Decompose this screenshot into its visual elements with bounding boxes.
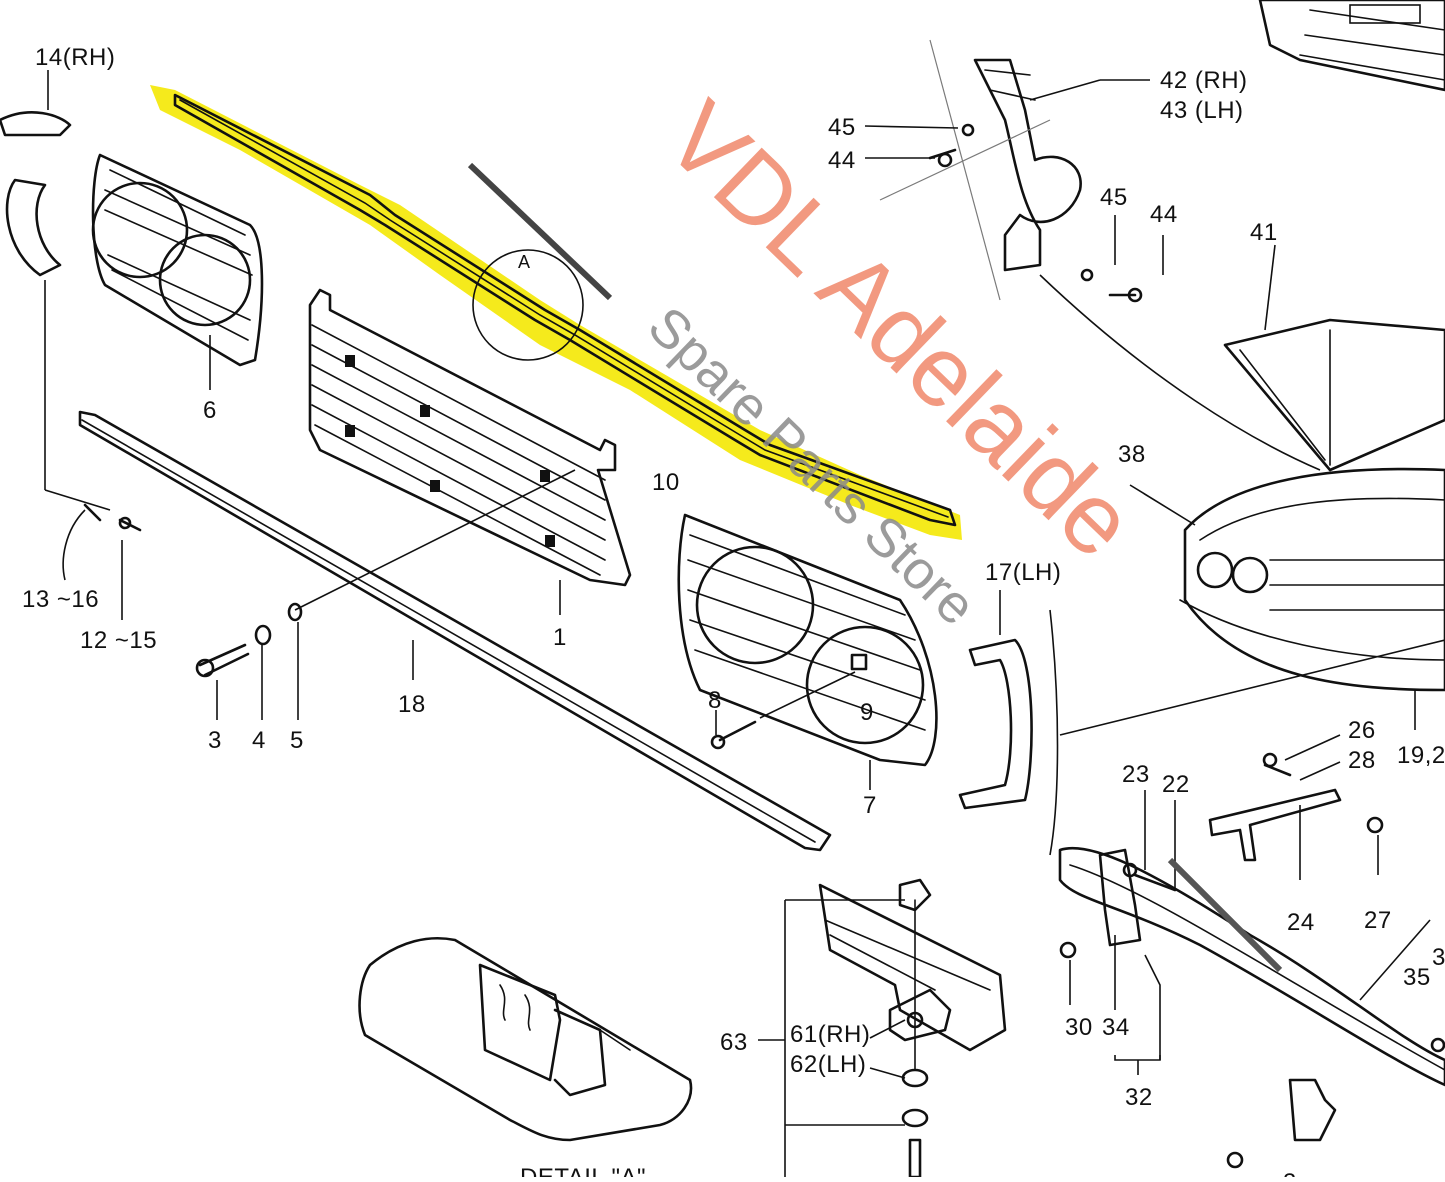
part-14-bracket (0, 70, 111, 511)
label-35: 35 (1403, 964, 1431, 991)
label-5: 5 (290, 727, 304, 754)
label-61rh: 61(RH) (790, 1021, 870, 1048)
label-30: 30 (1065, 1014, 1093, 1041)
part-1-grille (294, 288, 632, 615)
label-28: 28 (1348, 747, 1376, 774)
detail-a-circle (467, 162, 613, 361)
label-7: 7 (863, 792, 877, 819)
label-44b: 44 (1150, 201, 1178, 228)
screw-8 (710, 671, 856, 750)
label-23: 23 (1122, 761, 1150, 788)
label-9: 9 (860, 699, 874, 726)
callout-labels: 14(RH) 6 13 ~16 12 ~15 3 4 5 18 1 A 10 8… (22, 44, 1445, 1182)
part-6-headlamp-bezel (91, 153, 264, 390)
label-32: 32 (1125, 1084, 1153, 1111)
highlight-part-10 (150, 85, 962, 540)
mounting-61-63 (758, 878, 1007, 1179)
label-19: 19,2 (1397, 742, 1445, 769)
label-34: 34 (1102, 1014, 1130, 1041)
label-14rh: 14(RH) (35, 44, 115, 71)
label-45a: 45 (828, 114, 856, 141)
label-1: 1 (553, 624, 567, 651)
fasteners-12-16 (62, 503, 142, 620)
label-42rh: 42 (RH) (1160, 67, 1248, 94)
label-43lh: 43 (LH) (1160, 97, 1244, 124)
label-13-16: 13 ~16 (22, 586, 99, 613)
part-18-lower-strip (78, 410, 832, 852)
upper-moulding (173, 93, 957, 527)
label-3x: 3 (1432, 944, 1445, 971)
label-4: 4 (252, 727, 266, 754)
part-17-bracket (958, 590, 1059, 856)
fasteners-3-4-5 (195, 602, 303, 720)
label-12-15: 12 ~15 (80, 627, 157, 654)
label-62lh: 62(LH) (790, 1051, 866, 1078)
label-44a: 44 (828, 147, 856, 174)
hood-hinge-42-43 (864, 39, 1321, 471)
label-3y: 3 (1283, 1169, 1297, 1177)
label-22: 22 (1162, 771, 1190, 798)
label-8: 8 (708, 687, 722, 714)
label-17lh: 17(LH) (985, 559, 1061, 586)
watermark: VDL Adelaide Spare Parts Store (637, 80, 1156, 637)
label-6: 6 (203, 397, 217, 424)
label-3: 3 (208, 727, 222, 754)
label-63: 63 (720, 1029, 748, 1056)
label-38: 38 (1118, 441, 1146, 468)
bracket-24-28 (1208, 734, 1384, 880)
label-27: 27 (1364, 907, 1392, 934)
detail-a-view (358, 936, 693, 1142)
label-18: 18 (398, 691, 426, 718)
label-45b: 45 (1100, 184, 1128, 211)
part-7-headlamp-bezel (677, 513, 938, 790)
bumper-assembly (1058, 790, 1445, 1169)
label-a: A (518, 252, 531, 272)
label-41: 41 (1250, 219, 1278, 246)
label-10: 10 (652, 469, 680, 496)
label-detail-a: DETAIL "A" (520, 1164, 646, 1177)
label-26: 26 (1348, 717, 1376, 744)
engine-hood-corner (1258, 0, 1445, 92)
label-24: 24 (1287, 909, 1315, 936)
